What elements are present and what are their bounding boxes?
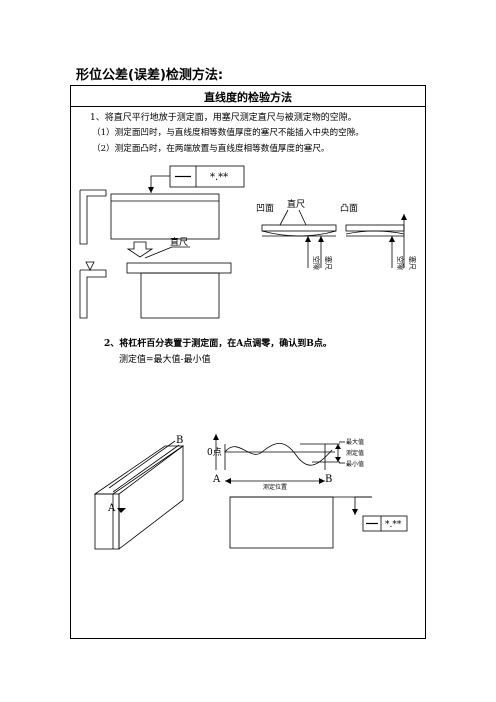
- convex-label: 凸面: [340, 203, 358, 214]
- workpiece-front: [229, 496, 334, 549]
- datum-triangle-icon: [85, 261, 95, 271]
- zero-point-label: 0点: [207, 447, 222, 458]
- measured-value-label: 测定值: [346, 449, 364, 457]
- min-value-label: 最小值: [346, 460, 364, 468]
- ruler-label-2: 直尺: [287, 198, 305, 210]
- header-divider: [71, 106, 425, 107]
- gap-label-1: 空隙: [312, 256, 321, 270]
- inspection-panel: 直线度的检验方法: [70, 85, 426, 639]
- graph-point-a: A: [212, 474, 221, 485]
- tolerance-value-1: *.**: [210, 172, 228, 183]
- gap-label-2: 空隙: [396, 256, 405, 270]
- graph-point-b: B: [325, 474, 332, 485]
- straightness-tolerance-frame-2: *.**: [362, 515, 408, 532]
- section-title: 直线度的检验方法: [204, 91, 292, 104]
- ruler-label: 直尺: [170, 236, 188, 248]
- leader-line-2: [354, 496, 372, 515]
- measurement-curve: [224, 442, 333, 466]
- down-arrow-icon: [126, 241, 154, 258]
- straightness-tolerance-frame: *.**: [169, 165, 245, 188]
- step-1a-text: （1）测定面凹时，与直线度相等数值厚度的塞尺不能插入中央的空隙。: [92, 128, 364, 138]
- ruler-leader-2a: [279, 209, 289, 226]
- workpiece-bottom: [140, 272, 220, 319]
- feeler-label-2: 塞尺: [408, 256, 417, 270]
- l-shape-top: [79, 189, 107, 245]
- feeler-label-1: 塞尺: [324, 256, 333, 270]
- position-label: 测定位置: [263, 483, 287, 491]
- document-title: 形位公差(误差)检测方法:: [76, 68, 224, 83]
- step-1b-text: （2）测定面凸时，在两端放置与直线度相等数值厚度的塞尺。: [92, 144, 330, 154]
- step-1-text: 1、将直尺平行地放于测定面，用塞尺测定直尺与被测定物的空隙。: [90, 113, 357, 123]
- tolerance-value-2: *.**: [385, 520, 402, 530]
- l-shape-bottom: [79, 269, 107, 319]
- ruler-leader: [144, 246, 173, 259]
- convex-surface: [345, 230, 405, 235]
- point-a-label: A: [107, 503, 116, 514]
- ruler-leader-2b: [298, 209, 307, 226]
- leader-arrow-1: [148, 187, 154, 193]
- workpiece-3d: [93, 440, 185, 550]
- max-value-label: 最大值: [346, 438, 364, 446]
- step-2-text: 2、将杠杆百分表置于测定面，在A点调零，确认到B点。: [104, 339, 332, 349]
- point-b-label: B: [176, 435, 183, 446]
- workpiece-top: [110, 193, 220, 240]
- concave-ruler: [261, 224, 337, 232]
- concave-label: 凹面: [256, 203, 274, 214]
- step-2-formula: 测定值=最大值-最小值: [119, 355, 211, 365]
